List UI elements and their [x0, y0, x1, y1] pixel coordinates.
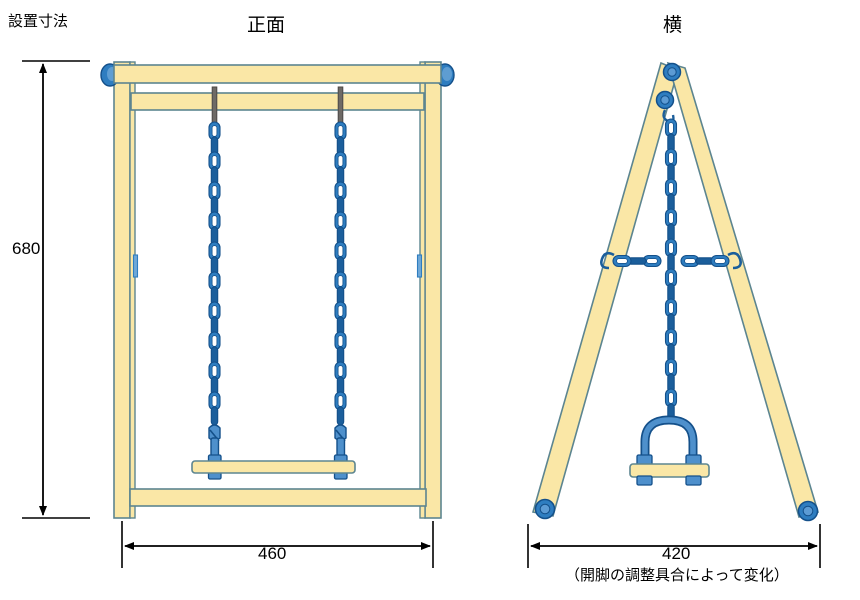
front-right-eyebolt: [337, 86, 344, 126]
front-view-title: 正面: [247, 15, 286, 36]
side-cross-chain: [600, 251, 742, 270]
side-cross-chain-hook-right: [727, 251, 742, 270]
front-right-chain: [334, 121, 347, 426]
side-pivot-bolt-lower: [655, 90, 675, 110]
dimension-front-width: [121, 521, 434, 568]
installation-dimensions-caption: 設置寸法: [8, 13, 69, 30]
front-seat-board: [191, 460, 356, 474]
front-post-right-joint-mark: [416, 254, 423, 278]
front-bottom-beam: [129, 488, 427, 507]
side-main-chain: [664, 118, 678, 423]
dimension-side-width-label: 420: [662, 544, 691, 563]
front-top-beam: [113, 64, 442, 84]
front-right-swivel: [333, 424, 348, 480]
front-swing-left: [207, 86, 222, 480]
front-post-right: [416, 61, 442, 519]
front-left-chain: [208, 121, 221, 426]
front-left-eyebolt: [211, 86, 218, 126]
dimension-height: [22, 60, 90, 519]
side-foot-pad-left: [534, 498, 556, 520]
side-cross-chain-hook-left: [600, 251, 615, 270]
side-leg-front: [531, 61, 679, 517]
side-view-group: [531, 61, 820, 522]
side-view-title: 横: [663, 15, 683, 36]
front-upper-rail: [130, 92, 425, 111]
front-swing-right: [333, 86, 348, 480]
front-view-group: [100, 61, 455, 519]
dimension-side-width: [527, 524, 821, 568]
dimension-height-label: 680: [12, 239, 41, 258]
front-post-left: [113, 61, 139, 519]
side-foot-pad-right: [797, 500, 819, 522]
front-post-left-joint-mark: [132, 254, 139, 278]
dimension-side-width-note: （開脚の調整具合によって変化）: [565, 567, 789, 584]
side-seat-board: [629, 463, 710, 478]
dimension-front-width-label: 460: [258, 544, 287, 563]
side-seat-assembly: [629, 415, 710, 486]
side-pivot-bolt-upper: [662, 62, 682, 82]
